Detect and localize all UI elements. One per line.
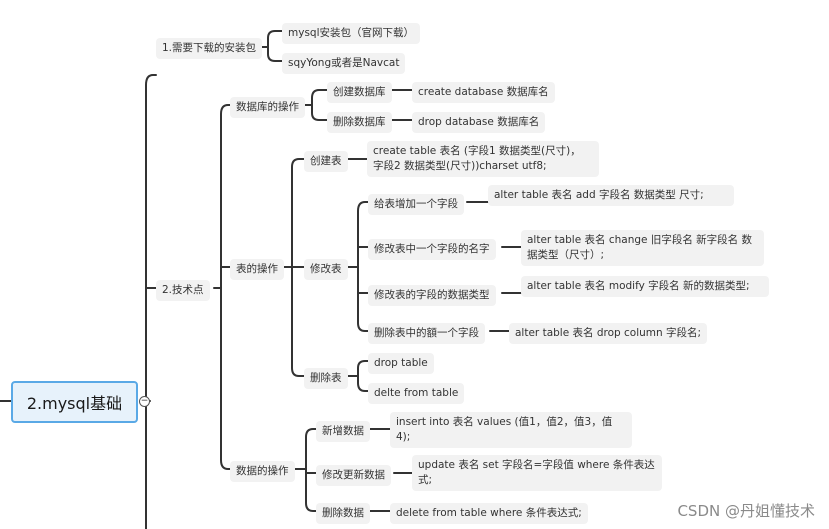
database-ops-node[interactable]: 数据库的操作 [230,97,305,118]
update-data-label: 修改更新数据 [322,469,385,481]
insert-data-detail[interactable]: insert into 表名 values (值1，值2，值3，值4); [390,412,632,448]
drop-field-label: 删除表中的額一个字段 [374,327,479,339]
delete-data-detail-text: delete from table where 条件表达式; [396,507,582,519]
drop-field-detail[interactable]: alter table 表名 drop column 字段名; [509,323,708,344]
drop-field-node[interactable]: 删除表中的額一个字段 [368,323,485,344]
rename-field-detail[interactable]: alter table 表名 change 旧字段名 新字段名 数据类型（尺寸）… [521,230,764,266]
create-database-detail-text: create database 数据库名 [418,86,549,98]
root-node[interactable]: 2.mysql基础 [11,381,138,423]
modify-type-label: 修改表的字段的数据类型 [374,289,490,301]
add-field-detail[interactable]: alter table 表名 add 字段名 数据类型 尺寸; [488,185,734,206]
delete-database-node[interactable]: 删除数据库 [327,112,392,133]
update-data-detail[interactable]: update 表名 set 字段名=字段值 where 条件表达式; [412,455,662,491]
delete-database-label: 删除数据库 [333,116,386,128]
database-ops-label: 数据库的操作 [236,101,299,113]
create-database-label: 创建数据库 [333,86,386,98]
drop-table-item-text: delte from table [374,387,459,399]
drop-table-label: 删除表 [310,372,342,384]
create-table-detail-text: create table 表名 (字段1 数据类型(尺寸)， 字段2 数据类型(… [373,145,581,172]
delete-database-detail[interactable]: drop database 数据库名 [412,112,546,133]
drop-table-node[interactable]: 删除表 [304,368,348,389]
rename-field-label: 修改表中一个字段的名字 [374,243,490,255]
drop-table-item[interactable]: drop table [368,353,434,374]
download-item-client[interactable]: sqyYong或者是Navcat [282,53,406,74]
drop-table-item[interactable]: delte from table [368,383,465,404]
update-data-node[interactable]: 修改更新数据 [316,465,391,486]
download-item-mysql[interactable]: mysql安装包（官网下载） [282,23,420,44]
collapse-toggle-icon[interactable]: − [139,396,150,407]
add-field-label: 给表增加一个字段 [374,198,458,210]
delete-data-node[interactable]: 删除数据 [316,503,370,524]
branch-download[interactable]: 1.需要下载的安装包 [156,38,263,59]
add-field-node[interactable]: 给表增加一个字段 [368,194,464,215]
branch-download-label: 1.需要下载的安装包 [162,42,257,54]
insert-data-node[interactable]: 新增数据 [316,421,370,442]
delete-database-detail-text: drop database 数据库名 [418,116,540,128]
download-item-label: sqyYong或者是Navcat [288,57,400,69]
modify-table-label: 修改表 [310,263,342,275]
create-table-node[interactable]: 创建表 [304,151,348,172]
drop-table-item-text: drop table [374,357,428,369]
create-table-detail[interactable]: create table 表名 (字段1 数据类型(尺寸)， 字段2 数据类型(… [367,141,599,177]
branch-tech-label: 2.技术点 [162,284,204,296]
insert-data-label: 新增数据 [322,425,364,437]
data-ops-node[interactable]: 数据的操作 [230,461,295,482]
rename-field-detail-text: alter table 表名 change 旧字段名 新字段名 数据类型（尺寸）… [527,234,753,261]
root-label: 2.mysql基础 [26,394,123,413]
modify-type-node[interactable]: 修改表的字段的数据类型 [368,285,496,306]
watermark: CSDN @丹姐懂技术 [677,502,815,520]
drop-field-detail-text: alter table 表名 drop column 字段名; [515,327,702,339]
modify-table-node[interactable]: 修改表 [304,259,348,280]
create-database-detail[interactable]: create database 数据库名 [412,82,555,103]
table-ops-node[interactable]: 表的操作 [230,259,284,280]
delete-data-detail[interactable]: delete from table where 条件表达式; [390,503,588,524]
create-database-node[interactable]: 创建数据库 [327,82,392,103]
create-table-label: 创建表 [310,155,342,167]
delete-data-label: 删除数据 [322,507,364,519]
modify-type-detail[interactable]: alter table 表名 modify 字段名 新的数据类型; [521,276,769,297]
download-item-label: mysql安装包（官网下载） [288,27,414,39]
branch-tech[interactable]: 2.技术点 [156,280,210,301]
rename-field-node[interactable]: 修改表中一个字段的名字 [368,239,496,260]
add-field-detail-text: alter table 表名 add 字段名 数据类型 尺寸; [494,189,704,201]
data-ops-label: 数据的操作 [236,465,289,477]
update-data-detail-text: update 表名 set 字段名=字段值 where 条件表达式; [418,459,655,486]
table-ops-label: 表的操作 [236,263,278,275]
insert-data-detail-text: insert into 表名 values (值1，值2，值3，值4); [396,416,613,443]
modify-type-detail-text: alter table 表名 modify 字段名 新的数据类型; [527,280,750,292]
